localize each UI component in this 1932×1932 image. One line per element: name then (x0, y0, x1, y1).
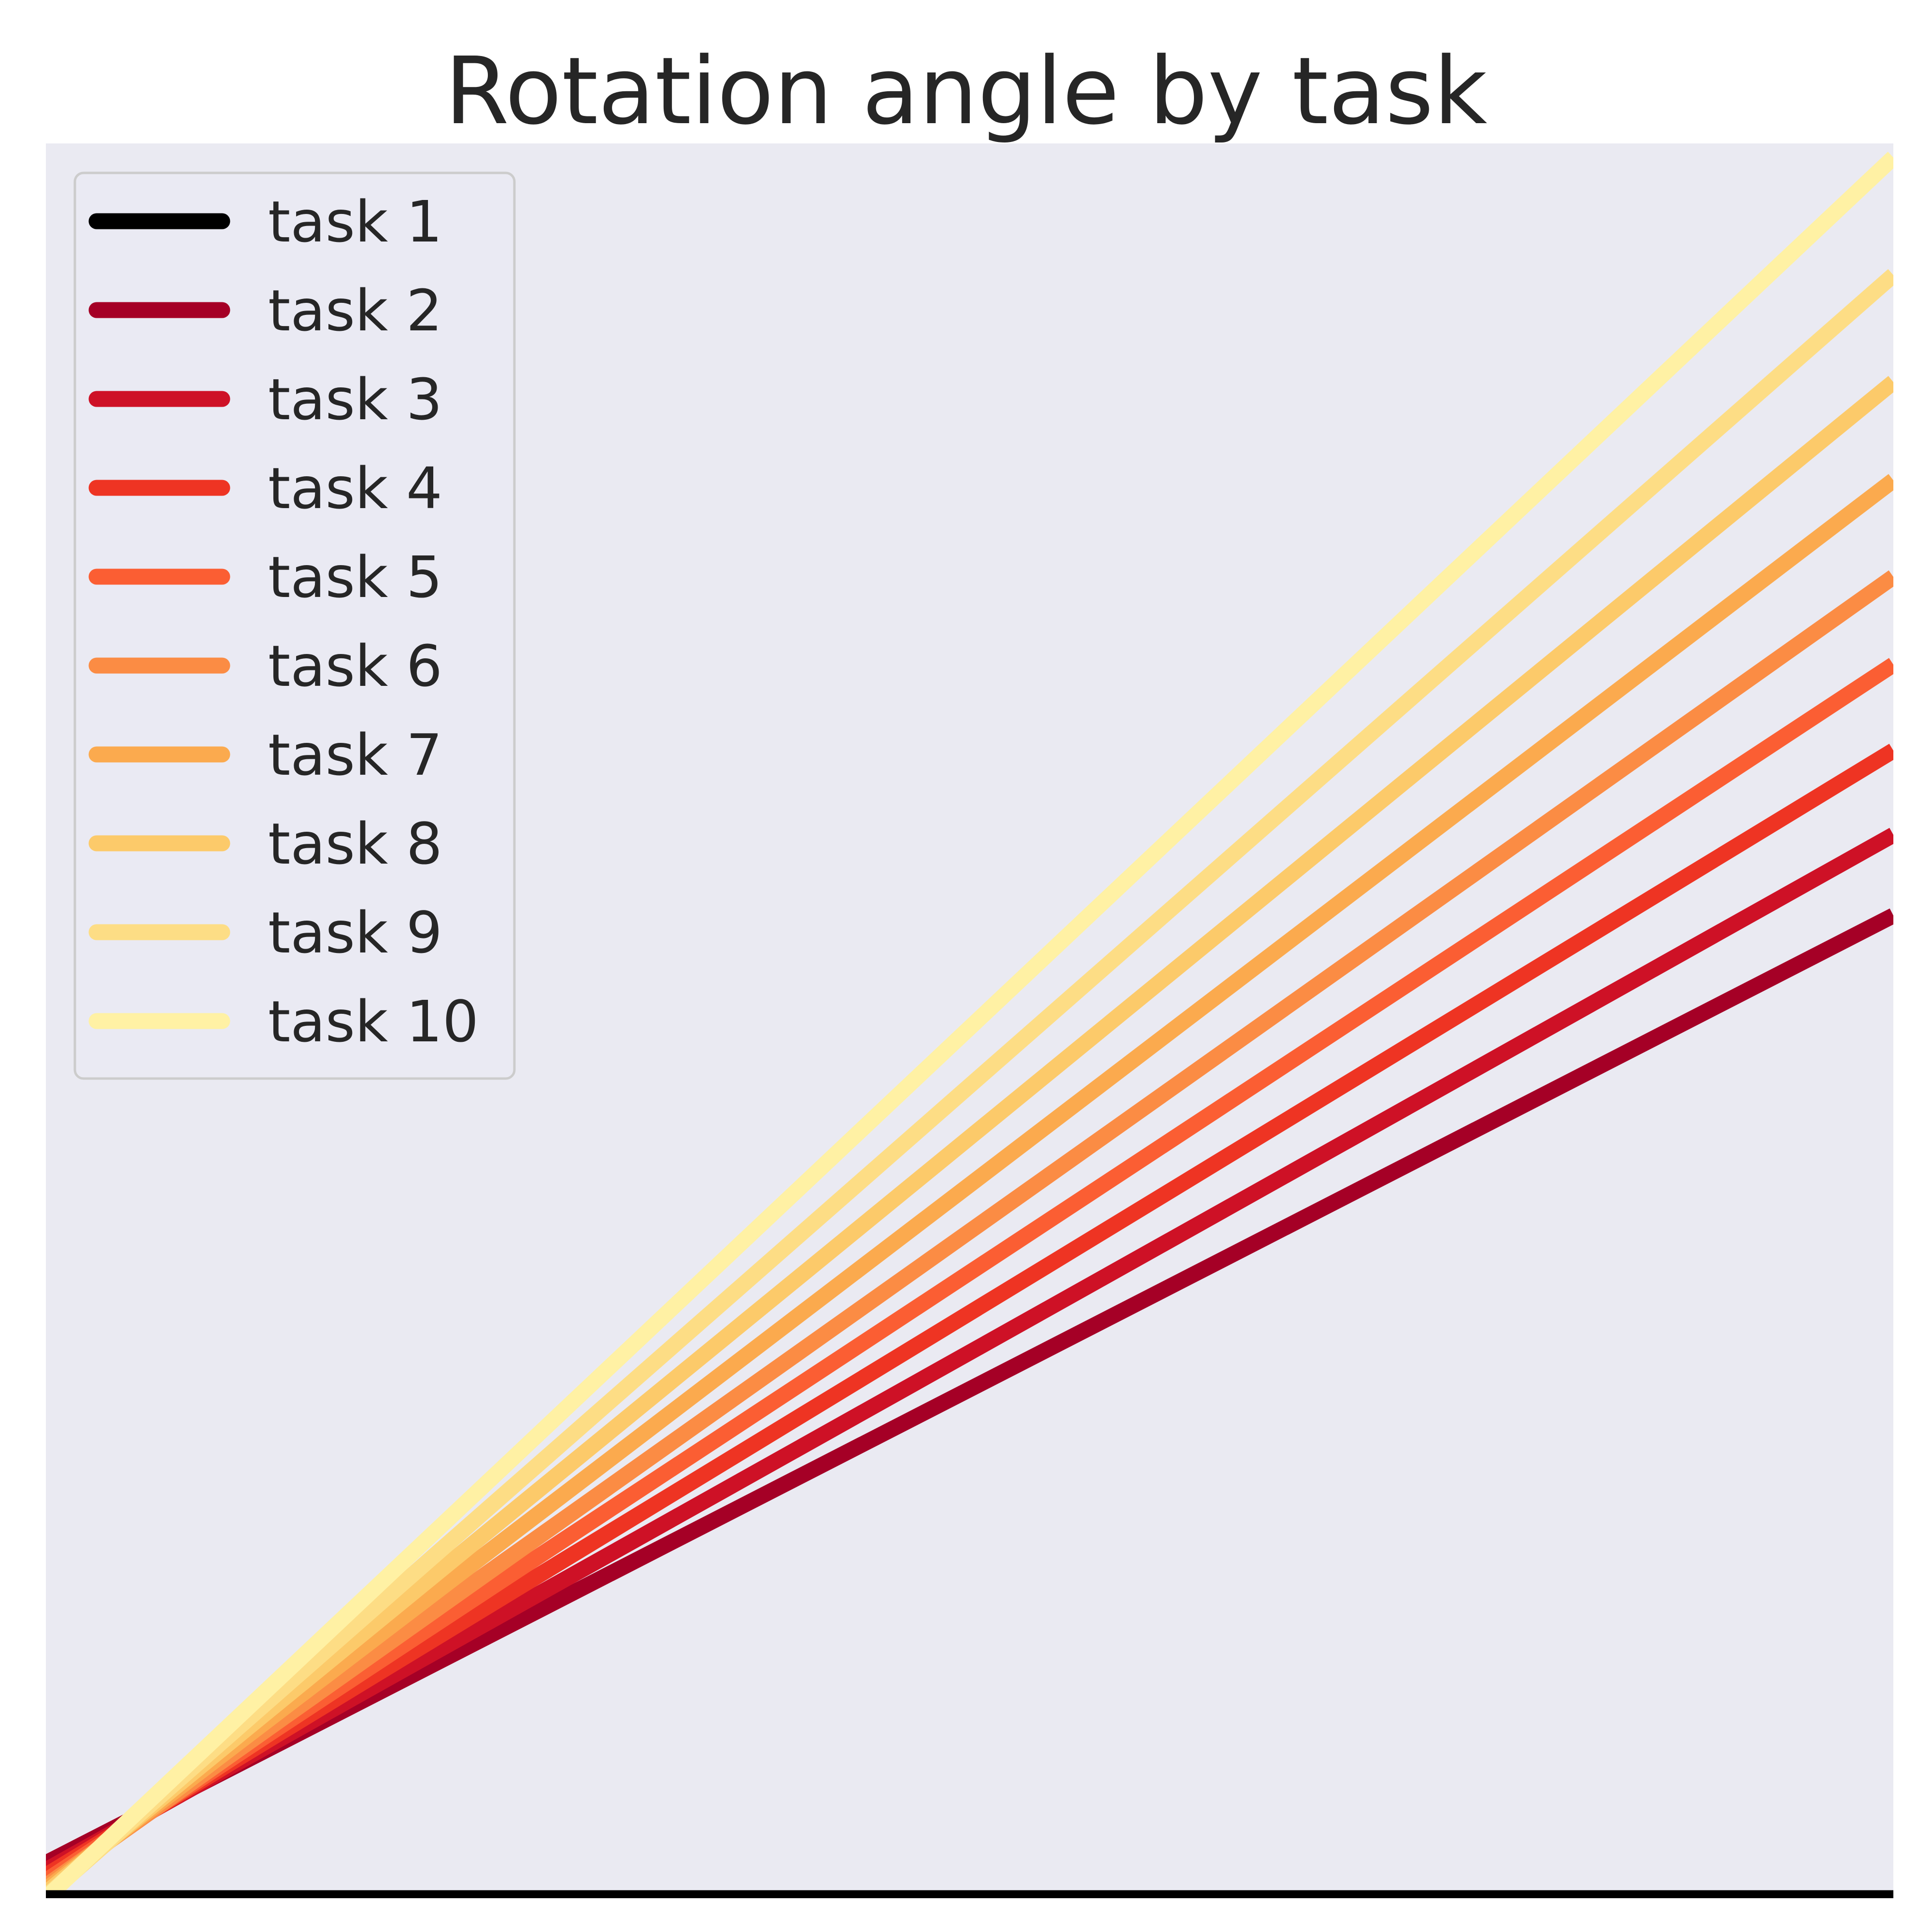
legend-label-task-10: task 10 (268, 988, 479, 1055)
series-line-task-9 (46, 269, 1893, 1898)
series-line-task-3 (46, 828, 1893, 1877)
legend: task 1 task 2 task 3 task 4 task 5 task 6 task… (73, 171, 516, 1080)
legend-items: task 1 task 2 task 3 task 4 task 5 task 6 task… (88, 188, 479, 1055)
series-line-task-7 (46, 474, 1893, 1896)
series-line-task-10 (46, 152, 1893, 1898)
legend-label-task-8: task 8 (268, 810, 442, 877)
legend-label-task-4: task 4 (268, 455, 442, 522)
legend-label-task-9: task 9 (268, 899, 442, 966)
series-line-task-5 (46, 658, 1893, 1888)
legend-label-task-5: task 5 (268, 544, 442, 611)
legend-label-task-6: task 6 (268, 633, 442, 699)
series-lines (46, 152, 1893, 1898)
legend-label-task-3: task 3 (268, 366, 442, 433)
series-line-task-6 (46, 570, 1893, 1893)
legend-label-task-2: task 2 (268, 277, 442, 344)
series-line-task-8 (46, 376, 1893, 1898)
legend-label-task-1: task 1 (268, 188, 442, 255)
legend-label-task-7: task 7 (268, 722, 442, 788)
series-line-task-4 (46, 743, 1893, 1882)
chart-title: Rotation angle by task (445, 38, 1487, 145)
